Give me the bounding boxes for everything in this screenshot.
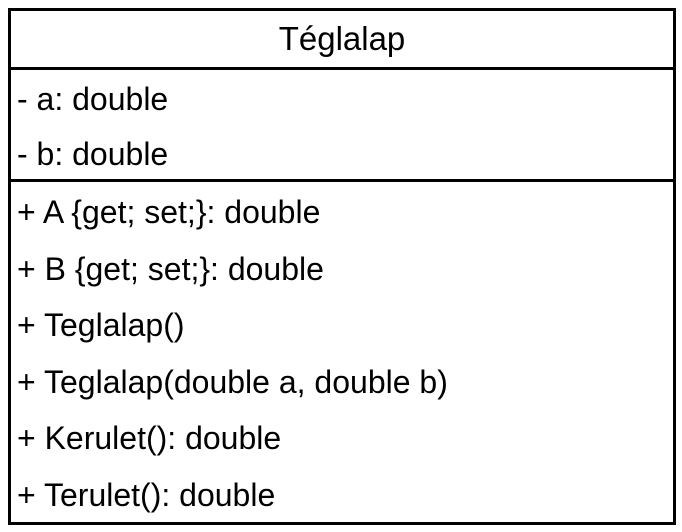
attribute-a: - a: double <box>17 81 169 117</box>
attributes-compartment: - a: double - b: double <box>11 70 673 182</box>
method-kerulet: + Kerulet(): double <box>17 420 282 456</box>
uml-class-box: Téglalap - a: double - b: double + A {ge… <box>8 8 676 525</box>
constructor-default: + Teglalap() <box>17 307 185 343</box>
constructor-params: + Teglalap(double a, double b) <box>17 363 448 400</box>
property-a: + A {get; set;}: double <box>17 194 321 230</box>
method-terulet: + Terulet(): double <box>17 476 276 513</box>
property-b: + B {get; set;}: double <box>17 250 324 287</box>
class-name: Téglalap <box>11 11 673 70</box>
attribute-b: - b: double <box>17 136 169 172</box>
operations-compartment: + A {get; set;}: double + B {get; set;}:… <box>11 182 673 523</box>
